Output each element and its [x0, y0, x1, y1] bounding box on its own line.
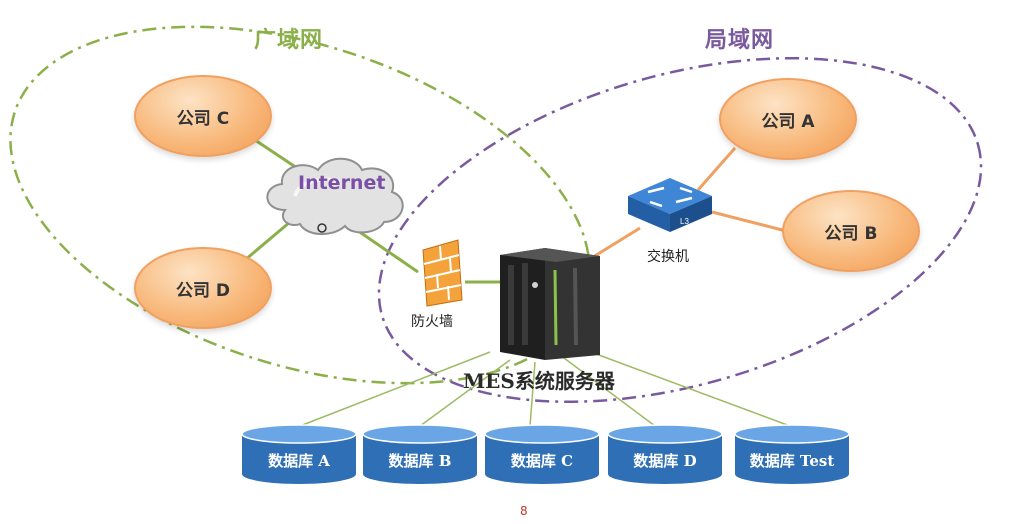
database-b: 数据库 B [361, 424, 479, 486]
database-label: 数据库 B [388, 452, 452, 470]
switch-label: 交换机 [647, 249, 689, 265]
link-switch-company-b [711, 210, 791, 234]
page-number: 8 [520, 504, 528, 518]
database-cylinder-icon [734, 424, 850, 484]
database-cylinder-icon [241, 424, 357, 484]
company-a-node: 公司 A [719, 78, 857, 160]
link-server-db-test [579, 347, 791, 427]
link-server-db-a [299, 351, 491, 427]
switch-badge: L3 [680, 217, 689, 226]
database-d: 数据库 D [606, 424, 724, 486]
database-cylinder-icon [362, 424, 478, 484]
database-c: 数据库 C [483, 424, 601, 486]
firewall-icon [422, 239, 463, 307]
company-b-label: 公司 B [824, 223, 878, 244]
company-c-label: 公司 C [176, 108, 230, 129]
database-test: 数据库 Test [733, 424, 851, 486]
link-server-db-b [419, 359, 511, 427]
company-c-node: 公司 C [134, 75, 272, 157]
link-server-db-c [529, 361, 536, 427]
lan-boundary [377, 56, 983, 404]
network-switch-icon [628, 178, 712, 232]
company-b-node: 公司 B [782, 190, 920, 272]
company-d-node: 公司 D [134, 247, 272, 329]
database-label: 数据库 D [633, 452, 697, 470]
database-label: 数据库 Test [749, 452, 835, 470]
database-a: 数据库 A [240, 424, 358, 486]
link-company-c-internet [254, 138, 301, 172]
firewall-label: 防火墙 [411, 314, 453, 330]
server-rack-icon [500, 248, 600, 360]
company-a-label: 公司 A [761, 111, 815, 132]
company-d-label: 公司 D [175, 280, 231, 301]
internet-label: Internet [298, 172, 386, 194]
internet-cloud-icon [266, 157, 404, 235]
link-server-db-d [559, 354, 656, 427]
database-cylinder-icon [484, 424, 600, 484]
wan-title: 广域网 [254, 27, 324, 53]
link-company-d-internet [244, 220, 291, 262]
database-cylinder-icon [607, 424, 723, 484]
server-label: MES系统服务器 [463, 369, 615, 393]
lan-title: 局域网 [705, 27, 775, 53]
database-label: 数据库 A [268, 452, 330, 470]
database-label: 数据库 C [510, 452, 574, 470]
link-switch-company-a [696, 147, 737, 191]
